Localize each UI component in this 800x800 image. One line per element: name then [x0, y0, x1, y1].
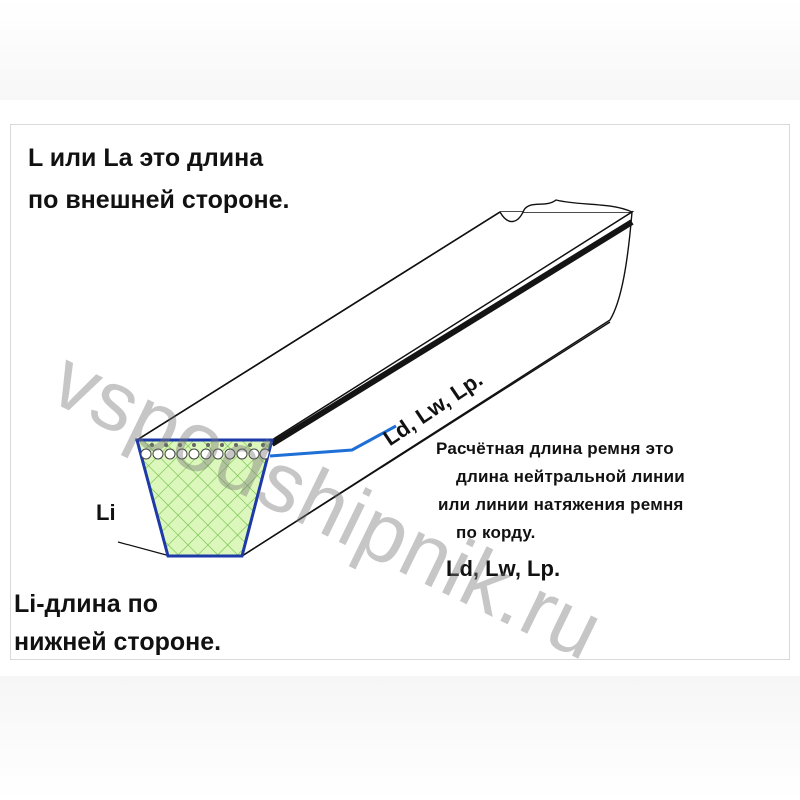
pitch-description-line2: длина нейтральной линии [456, 467, 685, 486]
pitch-line [269, 424, 397, 458]
belt-cord-edge [270, 219, 634, 447]
inner-length-line2: нижней стороне. [14, 628, 222, 656]
pitch-description-line3: или линии натяжения ремня [438, 495, 684, 514]
top-background [0, 0, 800, 100]
inner-length-marker: Li [96, 500, 116, 525]
belt-cross-section [135, 438, 274, 558]
cord-circles [140, 443, 271, 460]
outer-length-line2: по внешней стороне. [28, 186, 290, 214]
belt-bottom-edge [241, 321, 611, 557]
belt-outer-edge [136, 211, 501, 441]
belt-torn-end [499, 199, 633, 223]
outer-length-line1: L или La это длина [28, 144, 264, 172]
bottom-background [0, 676, 800, 800]
pitch-description-line1: Расчётная длина ремня это [436, 439, 674, 458]
pitch-description-line5: Ld, Lw, Lp. [446, 556, 561, 581]
inner-length-line1: Li-длина по [14, 590, 158, 618]
belt-side-face [240, 210, 633, 558]
li-leader-line [117, 541, 171, 557]
pitch-description-line4: по корду. [456, 523, 536, 542]
